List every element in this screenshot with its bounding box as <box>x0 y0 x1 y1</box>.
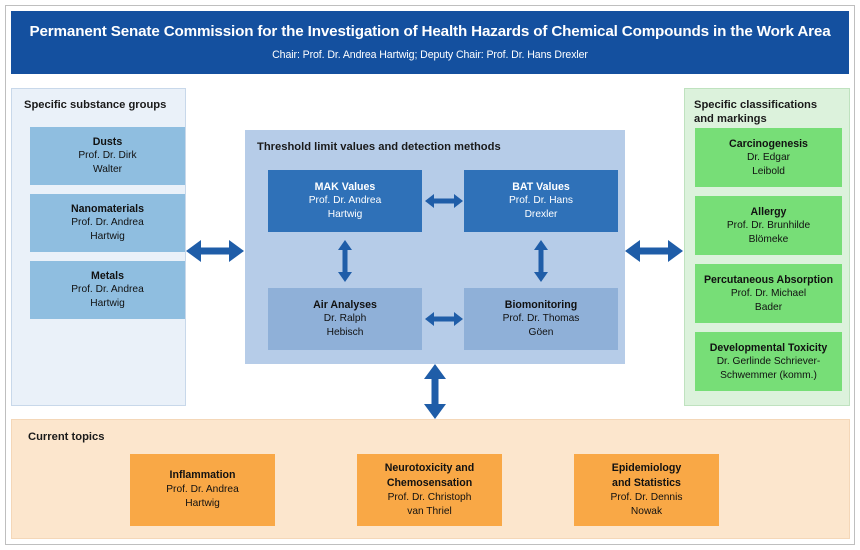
box-air-analyses-line2: Hebisch <box>326 327 364 339</box>
box-mak-values-title: MAK Values <box>314 181 376 194</box>
card-dusts-line2: Walter <box>92 164 123 176</box>
card-dusts[interactable]: Dusts Prof. Dr. Dirk Walter <box>30 127 185 185</box>
box-mak-values[interactable]: MAK Values Prof. Dr. Andrea Hartwig <box>268 170 422 232</box>
box-biomonitoring-line1: Prof. Dr. Thomas <box>502 313 580 325</box>
card-inflammation[interactable]: Inflammation Prof. Dr. Andrea Hartwig <box>130 454 275 526</box>
box-air-analyses-title: Air Analyses <box>313 299 377 312</box>
arrow-bat-to-biomonitoring <box>534 240 548 282</box>
arrow-air-to-biomonitoring <box>425 312 463 326</box>
card-metals-line1: Prof. Dr. Andrea <box>71 284 144 296</box>
box-bat-values-line2: Drexler <box>524 209 558 221</box>
card-developmental-toxicity-line2: Schwemmer (komm.) <box>720 369 817 381</box>
box-biomonitoring-line2: Göen <box>528 327 554 339</box>
box-bat-values[interactable]: BAT Values Prof. Dr. Hans Drexler <box>464 170 618 232</box>
card-carcinogenesis[interactable]: Carcinogenesis Dr. Edgar Leibold <box>695 128 842 187</box>
card-metals-line2: Hartwig <box>90 298 125 310</box>
box-air-analyses[interactable]: Air Analyses Dr. Ralph Hebisch <box>268 288 422 350</box>
arrow-mak-to-air <box>338 240 352 282</box>
box-biomonitoring[interactable]: Biomonitoring Prof. Dr. Thomas Göen <box>464 288 618 350</box>
center-panel-title: Threshold limit values and detection met… <box>257 141 501 153</box>
arrow-center-to-bottom <box>424 364 446 419</box>
box-bat-values-title: BAT Values <box>512 181 570 194</box>
page-title: Permanent Senate Commission for the Inve… <box>29 22 831 40</box>
bottom-panel-title: Current topics <box>28 431 105 443</box>
card-percutaneous-absorption-line2: Bader <box>754 301 783 313</box>
card-carcinogenesis-line1: Dr. Edgar <box>746 151 791 163</box>
box-biomonitoring-title: Biomonitoring <box>504 299 578 312</box>
box-mak-values-line1: Prof. Dr. Andrea <box>308 195 382 207</box>
card-percutaneous-absorption-line1: Prof. Dr. Michael <box>730 287 807 299</box>
card-inflammation-title: Inflammation <box>169 469 236 482</box>
arrow-center-to-right-panel <box>625 240 683 262</box>
box-bat-values-line1: Prof. Dr. Hans <box>509 195 573 207</box>
card-carcinogenesis-title: Carcinogenesis <box>729 137 808 150</box>
card-developmental-toxicity[interactable]: Developmental Toxicity Dr. Gerlinde Schr… <box>695 332 842 391</box>
card-neurotoxicity-chemosensation-line1: Prof. Dr. Christoph <box>387 491 472 503</box>
right-panel-title-line1: Specific classifications <box>694 99 818 111</box>
card-inflammation-line1: Prof. Dr. Andrea <box>166 484 239 496</box>
box-air-analyses-line1: Dr. Ralph <box>323 313 367 325</box>
card-allergy-line2: Blömeke <box>748 233 789 245</box>
box-mak-values-line2: Hartwig <box>327 209 363 221</box>
card-allergy-title: Allergy <box>750 205 787 218</box>
right-panel-title: Specific classifications and markings <box>694 98 840 126</box>
card-epidemiology-statistics-line2: Nowak <box>630 505 663 517</box>
page-subtitle: Chair: Prof. Dr. Andrea Hartwig; Deputy … <box>272 49 588 62</box>
card-allergy[interactable]: Allergy Prof. Dr. Brunhilde Blömeke <box>695 196 842 255</box>
panel-specific-substance-groups: Specific substance groups Dusts Prof. Dr… <box>11 88 186 406</box>
card-carcinogenesis-line2: Leibold <box>752 165 785 177</box>
panel-threshold-limit-values: Threshold limit values and detection met… <box>245 130 625 364</box>
card-nanomaterials-line2: Hartwig <box>90 231 125 243</box>
arrow-mak-to-bat <box>425 194 463 208</box>
header-banner: Permanent Senate Commission for the Inve… <box>11 11 849 74</box>
card-percutaneous-absorption-title: Percutaneous Absorption <box>703 273 834 286</box>
arrow-left-panel-to-center <box>186 240 244 262</box>
panel-current-topics: Current topics Inflammation Prof. Dr. An… <box>11 419 850 539</box>
panel-specific-classifications: Specific classifications and markings Ca… <box>684 88 850 406</box>
card-nanomaterials-line1: Prof. Dr. Andrea <box>71 217 144 229</box>
card-metals-title: Metals <box>91 270 124 283</box>
card-epidemiology-statistics-line1: Prof. Dr. Dennis <box>610 491 683 503</box>
card-metals[interactable]: Metals Prof. Dr. Andrea Hartwig <box>30 261 185 319</box>
card-epidemiology-statistics-title2: and Statistics <box>612 476 681 489</box>
card-nanomaterials[interactable]: Nanomaterials Prof. Dr. Andrea Hartwig <box>30 194 185 252</box>
right-panel-title-line2: and markings <box>694 113 767 125</box>
card-percutaneous-absorption[interactable]: Percutaneous Absorption Prof. Dr. Michae… <box>695 264 842 323</box>
card-developmental-toxicity-line1: Dr. Gerlinde Schriever- <box>716 355 821 367</box>
card-nanomaterials-title: Nanomaterials <box>70 203 144 216</box>
card-allergy-line1: Prof. Dr. Brunhilde <box>726 219 811 231</box>
card-epidemiology-statistics-title: Epidemiology <box>611 461 682 474</box>
card-dusts-title: Dusts <box>92 136 123 149</box>
card-neurotoxicity-chemosensation-title2: Chemosensation <box>386 476 473 489</box>
center-grid: MAK Values Prof. Dr. Andrea Hartwig BAT … <box>257 162 618 352</box>
card-neurotoxicity-chemosensation[interactable]: Neurotoxicity and Chemosensation Prof. D… <box>357 454 502 526</box>
card-neurotoxicity-chemosensation-line2: van Thriel <box>407 505 452 517</box>
card-neurotoxicity-chemosensation-title: Neurotoxicity and <box>384 461 475 474</box>
card-epidemiology-statistics[interactable]: Epidemiology and Statistics Prof. Dr. De… <box>574 454 719 526</box>
card-developmental-toxicity-title: Developmental Toxicity <box>709 341 828 354</box>
card-inflammation-line2: Hartwig <box>185 498 220 510</box>
left-panel-title: Specific substance groups <box>24 99 167 111</box>
card-dusts-line1: Prof. Dr. Dirk <box>78 150 137 162</box>
